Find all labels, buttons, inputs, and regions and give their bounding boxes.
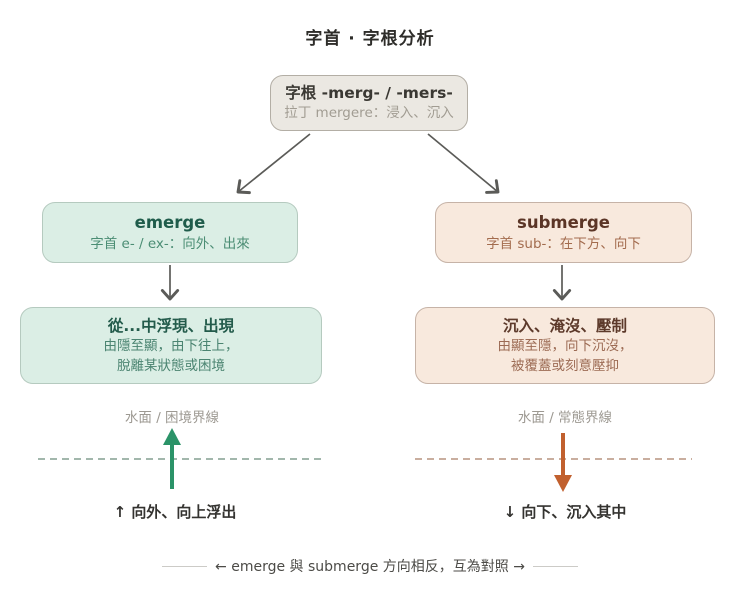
submerge-word-heading: submerge (517, 212, 610, 232)
down-arrow-icon (554, 433, 572, 492)
root-box: 字根 -merg- / -mers- 拉丁 mergere：浸入、沉入 (270, 75, 468, 131)
footer-left-rule (162, 565, 208, 567)
left-waterline-label: 水面 / 困境界線 (124, 410, 220, 426)
footer-caption: ← emerge 與 submerge 方向相反，互為對照 → (0, 556, 740, 576)
root-box-subheading: 拉丁 mergere：浸入、沉入 (284, 105, 454, 122)
submerge-meaning-line2: 被覆蓋或刻意壓抑 (511, 357, 619, 374)
right-direction-label: ↓ 向下、沉入其中 (503, 503, 627, 521)
submerge-word-subheading: 字首 sub-：在下方、向下 (486, 235, 641, 252)
up-arrow-icon (163, 428, 181, 489)
emerge-word-box: emerge 字首 e- / ex-：向外、出來 (42, 202, 298, 263)
emerge-word-heading: emerge (134, 212, 206, 232)
right-waterline-label: 水面 / 常態界線 (517, 410, 613, 426)
emerge-meaning-heading: 從...中浮現、出現 (107, 316, 235, 335)
submerge-meaning-heading: 沉入、淹沒、壓制 (502, 316, 627, 335)
page-title: 字首 · 字根分析 (305, 29, 435, 49)
root-to-emerge-arrow (236, 133, 311, 195)
submerge-meaning-line1: 由顯至隱，向下沉沒， (497, 338, 633, 355)
emerge-word-subheading: 字首 e- / ex-：向外、出來 (90, 235, 250, 252)
emerge-meaning-line2: 脫離某狀態或困境 (117, 357, 225, 374)
root-box-heading: 字根 -merg- / -mers- (285, 83, 453, 102)
footer-caption-text: ← emerge 與 submerge 方向相反，互為對照 → (215, 559, 525, 575)
root-to-submerge-arrow (427, 133, 500, 194)
footer-right-rule (532, 565, 578, 567)
emerge-meaning-box: 從...中浮現、出現 由隱至顯，由下往上， 脫離某狀態或困境 (20, 307, 322, 384)
left-direction-label: ↑ 向外、向上浮出 (113, 503, 237, 521)
submerge-word-box: submerge 字首 sub-：在下方、向下 (435, 202, 692, 263)
submerge-meaning-box: 沉入、淹沒、壓制 由顯至隱，向下沉沒， 被覆蓋或刻意壓抑 (415, 307, 715, 384)
emerge-meaning-line1: 由隱至顯，由下往上， (103, 338, 239, 355)
